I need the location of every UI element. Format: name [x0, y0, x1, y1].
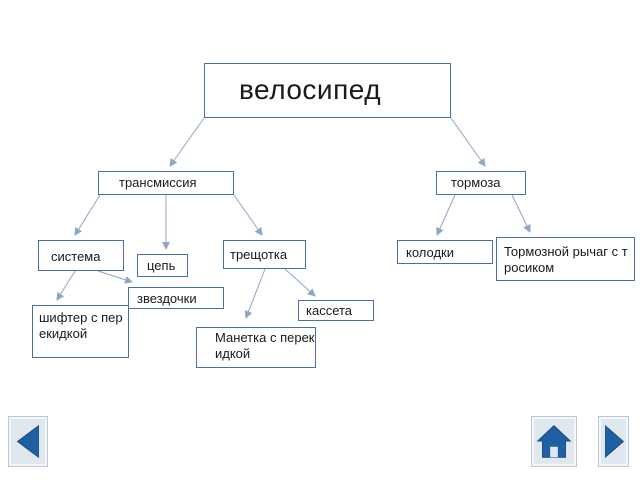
node-manetka: Манетка с перекидкой [196, 327, 316, 368]
node-label: звездочки [137, 291, 197, 306]
node-brakes: тормоза [436, 171, 526, 195]
node-shifter: шифтер с перекидкой [32, 305, 129, 358]
node-cassette: кассета [298, 300, 374, 321]
node-label: трещотка [230, 247, 288, 262]
node-label: кассета [306, 303, 353, 318]
edge-transmission-ratchet [233, 194, 263, 236]
edge-transmission-system [74, 194, 101, 236]
node-label: цепь [147, 258, 176, 273]
node-brake-lever: Тормозной рычаг с тросиком [496, 237, 635, 281]
back-button[interactable] [8, 416, 48, 467]
node-label: тормоза [451, 175, 501, 190]
node-label: шифтер с перекидкой [39, 310, 123, 341]
edge-system-shifter [56, 270, 76, 301]
forward-button[interactable] [598, 416, 629, 467]
node-label: трансмиссия [119, 175, 197, 190]
node-brake-pads: колодки [397, 240, 493, 264]
edge-root-transmission [169, 117, 205, 167]
edge-ratchet-cassette [284, 268, 316, 297]
node-chain: цепь [137, 254, 188, 277]
node-bicycle: велосипед [204, 63, 451, 118]
node-label: система [51, 249, 101, 264]
edge-root-brakes [450, 117, 486, 167]
edge-ratchet-manetka [244, 268, 266, 319]
node-label: Тормозной рычаг с тросиком [504, 244, 628, 275]
node-sprockets: звездочки [128, 287, 224, 309]
node-ratchet: трещотка [223, 240, 306, 269]
node-label: велосипед [239, 74, 382, 105]
back-arrow-icon [16, 424, 39, 459]
home-button[interactable] [531, 416, 577, 467]
node-label: колодки [406, 245, 454, 260]
forward-arrow-icon [605, 425, 625, 458]
node-label: Манетка с перекидкой [215, 330, 315, 361]
edge-system-sprockets [97, 270, 133, 284]
home-icon [536, 425, 572, 458]
edge-brakes-lever [511, 194, 531, 233]
node-system: система [38, 240, 124, 271]
node-transmission: трансмиссия [98, 171, 234, 195]
edge-brakes-pads [436, 194, 456, 236]
